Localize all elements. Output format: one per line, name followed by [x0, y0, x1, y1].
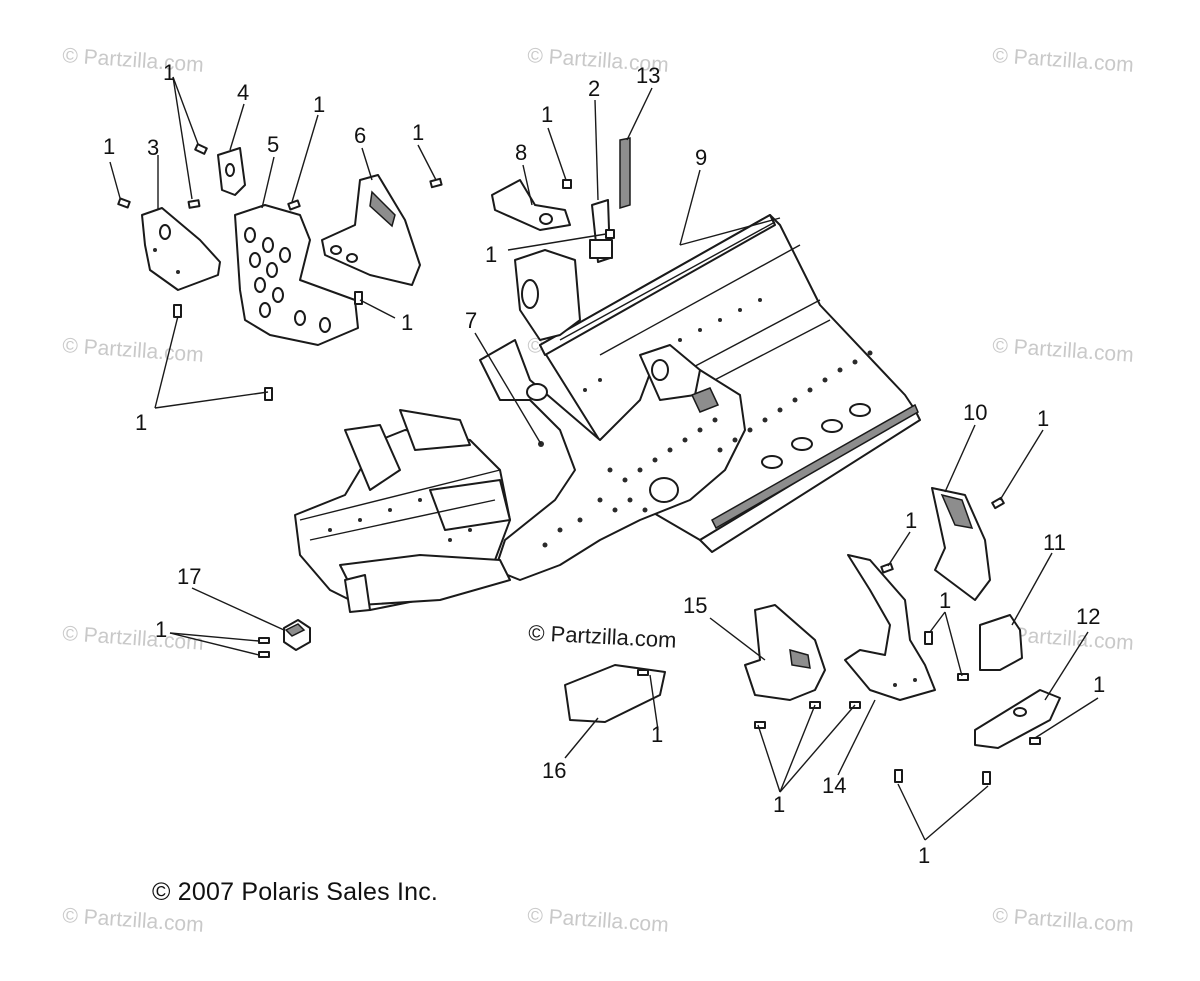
callout-1: 1 [412, 120, 424, 145]
callout-14: 14 [822, 773, 846, 798]
part-2-post [589, 199, 613, 263]
callout-1: 1 [651, 722, 663, 747]
watermark: © Partzilla.com [62, 622, 205, 655]
callout-10: 10 [963, 400, 987, 425]
center-watermark: © Partzilla.com [528, 620, 677, 653]
part-9-rail [679, 217, 781, 246]
callout-1: 1 [1037, 406, 1049, 431]
callout-1: 1 [939, 588, 951, 613]
callout-17: 17 [177, 564, 201, 589]
callout-1: 1 [313, 92, 325, 117]
part-14-bracket [844, 554, 936, 701]
callout-1: 1 [905, 508, 917, 533]
callout-16: 16 [542, 758, 566, 783]
copyright-notice: © 2007 Polaris Sales Inc. [152, 878, 439, 906]
callout-1: 1 [773, 792, 785, 817]
callout-1: 1 [1093, 672, 1105, 697]
watermark: © Partzilla.com [992, 904, 1135, 937]
callout-1: 1 [135, 410, 147, 435]
part-11-plate [979, 614, 1023, 671]
part-13-strap [619, 137, 631, 210]
callout-6: 6 [354, 123, 366, 148]
callout-13: 13 [636, 63, 660, 88]
callout-9: 9 [695, 145, 707, 170]
watermark: © Partzilla.com [62, 334, 205, 367]
callout-15: 15 [683, 593, 707, 618]
part-8-bracket [491, 179, 571, 231]
watermark: © Partzilla.com [992, 44, 1135, 77]
callout-1: 1 [485, 242, 497, 267]
leader-lines [109, 76, 1099, 841]
callout-1: 1 [401, 310, 413, 335]
watermark: © Partzilla.com [62, 44, 205, 77]
rivet-dots [542, 298, 873, 548]
front-frame-dots [328, 498, 472, 542]
callout-2: 2 [588, 76, 600, 101]
part-15-shield [744, 604, 826, 701]
watermark: © Partzilla.com [992, 334, 1135, 367]
callout-8: 8 [515, 140, 527, 165]
callout-1: 1 [103, 134, 115, 159]
callout-1: 1 [918, 843, 930, 868]
callout-3: 3 [147, 135, 159, 160]
watermark: © Partzilla.com [62, 904, 205, 937]
part-6-bracket [321, 174, 421, 286]
part-5-skid-plate [234, 204, 359, 346]
callout-4: 4 [237, 80, 249, 105]
part-16-skid [564, 664, 666, 723]
chassis-frame [294, 214, 921, 613]
part-10-guard [931, 487, 991, 601]
skid-plate-holes [244, 227, 331, 333]
part-4-bracket [217, 147, 246, 196]
callout-5: 5 [267, 132, 279, 157]
fasteners-part-1 [117, 143, 1041, 785]
part-3-bracket [141, 207, 221, 291]
callout-11: 11 [1043, 530, 1066, 555]
callout-1: 1 [541, 102, 553, 127]
tunnel-oval-holes [761, 403, 871, 469]
callout-1: 1 [155, 617, 167, 642]
callout-12: 12 [1076, 604, 1100, 629]
part-12-plate [974, 689, 1061, 749]
part-17-block [283, 619, 311, 651]
callout-labels: 1 1 3 4 5 1 6 1 1 1 1 8 2 13 9 1 7 10 1 … [103, 60, 1105, 868]
callout-7: 7 [465, 308, 477, 333]
watermark: © Partzilla.com [527, 904, 670, 937]
callout-1: 1 [163, 60, 175, 85]
